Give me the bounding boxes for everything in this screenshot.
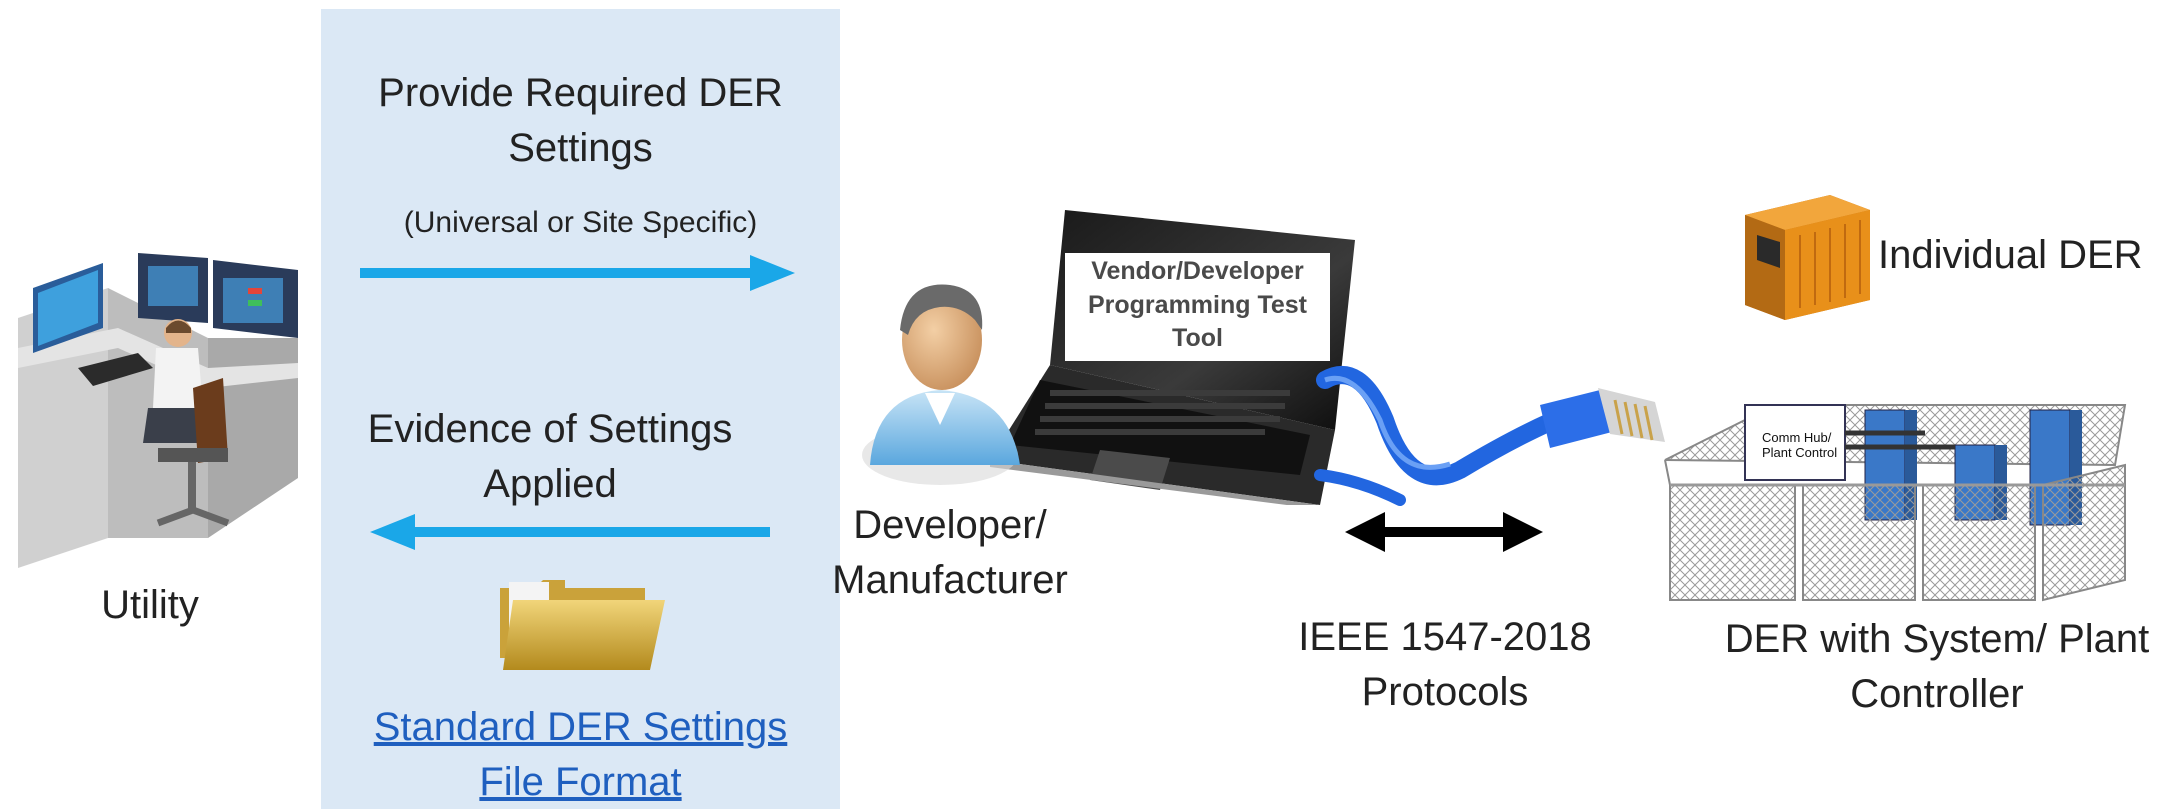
double-arrow-icon — [1345, 512, 1543, 552]
person-icon — [862, 284, 1020, 485]
evidence-title: Evidence of Settings Applied — [340, 402, 760, 512]
comm-hub-label: Comm Hub/ Plant Control — [1762, 430, 1837, 460]
generator-icon — [1745, 195, 1870, 320]
protocol-line1: IEEE 1547-2018 — [1298, 615, 1592, 659]
developer-line2: Manufacturer — [832, 558, 1068, 603]
protocol-line2: Protocols — [1361, 670, 1529, 715]
tool-line2: Programming Test — [1087, 290, 1308, 319]
individual-der-label: Individual DER — [1878, 233, 2143, 277]
folder-icon — [500, 580, 665, 670]
settings-panel — [321, 9, 840, 809]
provide-settings-title: Provide Required DER Settings — [321, 66, 840, 176]
developer-line1: Developer/ — [853, 503, 1047, 547]
standard-settings-link[interactable]: Standard DER Settings File Format — [321, 700, 840, 810]
comm-hub-line2: Plant Control — [1762, 445, 1838, 460]
left-arrow-icon — [370, 514, 770, 550]
plant-label: DER with System/ Plant Controller — [1700, 612, 2174, 722]
evidence-line1: Evidence of Settings — [367, 407, 733, 451]
evidence-line2: Applied — [483, 462, 617, 507]
fenced-plant-icon — [1664, 404, 2127, 602]
programming-test-tool-label: Vendor/Developer Programming Test Tool — [1065, 253, 1330, 361]
control-room-operator-icon — [18, 253, 298, 568]
developer-label: Developer/ Manufacturer — [810, 498, 1090, 608]
standard-settings-link-line1[interactable]: Standard DER Settings — [373, 705, 788, 749]
right-arrow-icon — [360, 255, 795, 291]
utility-label: Utility — [101, 583, 199, 627]
tool-line3: Tool — [1172, 324, 1223, 352]
protocol-label: IEEE 1547-2018 Protocols — [1275, 610, 1615, 720]
provide-settings-subtitle: (Universal or Site Specific) — [403, 206, 758, 239]
standard-settings-link-line2[interactable]: File Format — [479, 760, 682, 805]
provide-settings-line1: Provide Required DER — [378, 71, 783, 115]
provide-settings-line2: Settings — [508, 126, 653, 171]
plant-line2: Controller — [1850, 672, 2024, 717]
tool-line1: Vendor/Developer — [1091, 257, 1304, 285]
comm-hub-line1: Comm Hub/ — [1762, 430, 1832, 445]
ethernet-cable-icon — [1314, 366, 1665, 506]
plant-line1: DER with System/ Plant — [1724, 617, 2150, 661]
